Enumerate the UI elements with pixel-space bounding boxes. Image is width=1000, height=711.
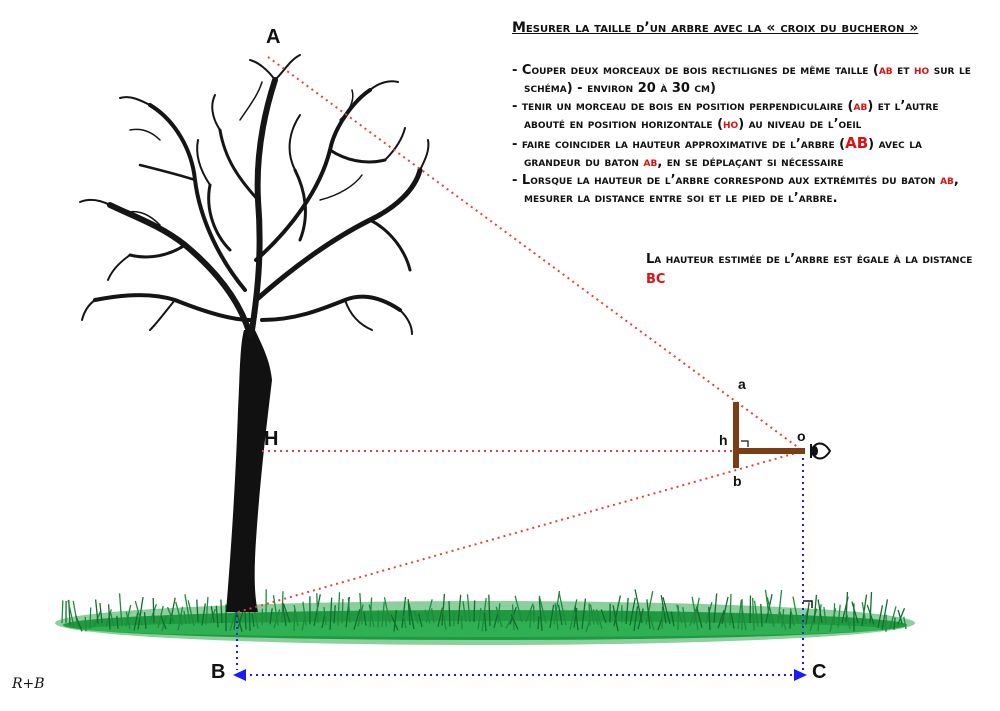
label-point-b: b — [733, 473, 742, 489]
right-angle-mark-h — [741, 440, 749, 447]
instruction-step-4: - Lorsque la hauteur de l’arbre correspo… — [512, 173, 959, 206]
tree-crown — [79, 54, 430, 338]
stick-ho — [736, 448, 805, 454]
label-point-a: a — [738, 376, 746, 392]
label-point-C: C — [812, 661, 827, 683]
sight-line-top — [267, 56, 804, 452]
label-point-H: H — [264, 428, 279, 450]
label-point-A: A — [266, 26, 281, 48]
sight-lines — [237, 56, 804, 613]
label-point-B: B — [211, 661, 226, 683]
label-point-o: o — [797, 428, 806, 444]
stick-ab — [733, 402, 739, 468]
right-angle-mark-c — [803, 600, 813, 608]
sight-line-bottom — [237, 450, 804, 613]
instruction-step-1: - Couper deux morceaux de bois rectilign… — [512, 63, 971, 96]
result-statement: La hauteur estimée de l’arbre est égale … — [646, 252, 973, 287]
signature: R+B — [12, 676, 45, 692]
instruction-list: - Couper deux morceaux de bois rectilign… — [512, 62, 982, 208]
tree-trunk — [226, 330, 272, 612]
arrow-right-icon — [794, 669, 807, 681]
instruction-step-2: - tenir un morceau de bois en position p… — [512, 99, 939, 132]
grass — [55, 589, 915, 645]
page-title: Mesurer la taille d’un arbre avec la « c… — [512, 20, 919, 36]
eye-icon — [809, 442, 832, 460]
arrow-left-icon — [233, 669, 246, 681]
measure-lines — [236, 458, 804, 676]
instruction-step-3: - faire coincider la hauteur approximati… — [512, 134, 922, 170]
label-point-h: h — [719, 432, 728, 448]
